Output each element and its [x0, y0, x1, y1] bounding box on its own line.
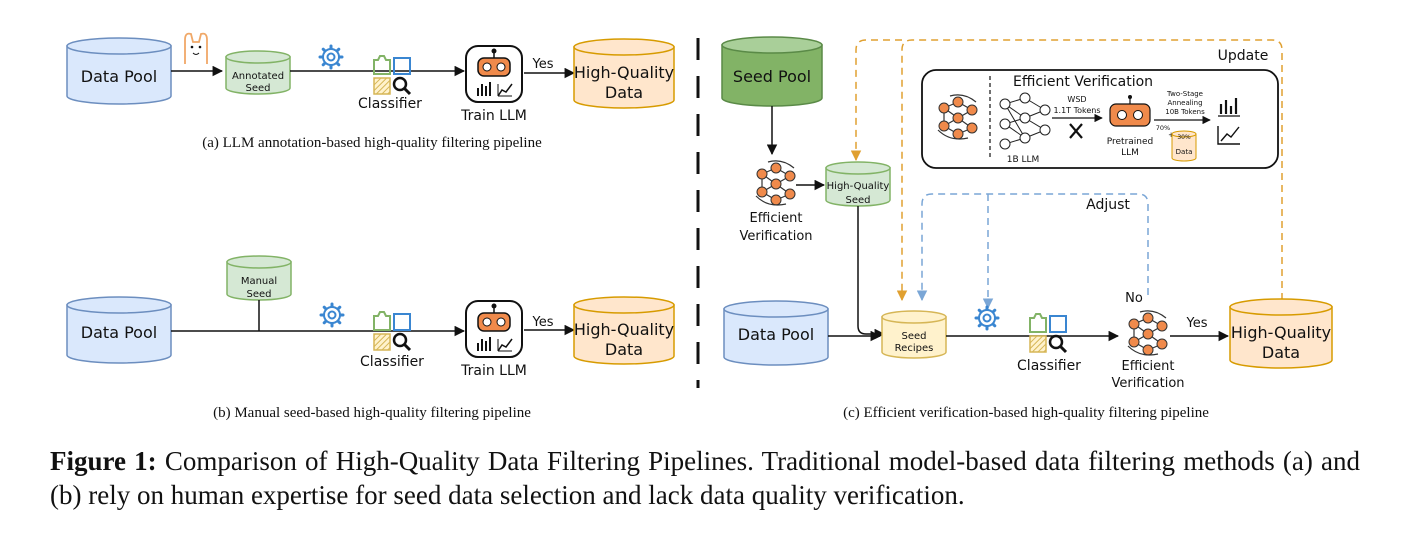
- hq-label-b-2: Data: [605, 340, 643, 359]
- classifier-icon-c: [1028, 312, 1068, 354]
- annealing-label-2: Annealing: [1167, 99, 1202, 107]
- annealing-label-3: 10B Tokens: [1165, 108, 1205, 116]
- bar-chart-icon: [1218, 98, 1240, 117]
- data-pool-cylinder-b: Data Pool: [66, 296, 172, 364]
- annotated-seed-cylinder: Annotated Seed: [225, 50, 291, 95]
- llm-1b-label: 1B LLM: [1007, 155, 1040, 165]
- manual-seed-label-1: Manual: [241, 276, 277, 287]
- seed-recipes-label-1: Seed: [902, 331, 927, 342]
- figure-caption: Figure 1: Comparison of High-Quality Dat…: [50, 444, 1360, 512]
- efficient-verification-inset: Efficient Verification 1B LLM WSD 1.1T T…: [921, 69, 1279, 169]
- seed-pool-label: Seed Pool: [733, 67, 811, 86]
- panel-b: Data Pool Manual Seed Classifier Train L…: [66, 255, 675, 421]
- classifier-label-a: Classifier: [358, 96, 422, 112]
- gear-icon-c: [974, 305, 1000, 331]
- caption-c: (c) Efficient verification-based high-qu…: [843, 405, 1209, 421]
- anneal-data-label: Data: [1176, 148, 1193, 156]
- seed-recipes-cylinder: Seed Recipes: [881, 310, 947, 359]
- update-loop-line: [896, 39, 1283, 302]
- panel-c: Update Adjust Seed Pool Efficient Verifi…: [721, 36, 1333, 421]
- llm-network-icon: [999, 92, 1051, 150]
- adjust-label: Adjust: [1086, 197, 1130, 213]
- line-chart-icon: [1217, 126, 1240, 145]
- plus-label: +: [1168, 131, 1174, 139]
- llama-icon: [184, 32, 208, 64]
- annotated-seed-label-1: Annotated: [232, 71, 284, 82]
- figure-label: Figure 1:: [50, 446, 157, 476]
- caption-a: (a) LLM annotation-based high-quality fi…: [202, 135, 542, 151]
- inset-title: Efficient Verification: [1013, 74, 1153, 90]
- yes-label-a: Yes: [532, 57, 554, 72]
- wsd-label: WSD: [1067, 95, 1086, 104]
- neural-network-icon: [755, 160, 796, 206]
- robot-icon: [465, 45, 523, 103]
- anneal-data-cylinder: 30% Data: [1171, 130, 1197, 162]
- manual-seed-cylinder: Manual Seed: [226, 255, 292, 301]
- hq-seed-label-1: High-Quality: [827, 181, 890, 192]
- seed-recipes-label-2: Recipes: [895, 343, 934, 354]
- hq-label-b-1: High-Quality: [574, 320, 674, 339]
- update-seed-line: [850, 39, 902, 162]
- panel-a: Data Pool Annotated Seed Classifier Trai…: [66, 32, 675, 151]
- hq-label-c-1: High-Quality: [1231, 323, 1331, 342]
- train-llm-label-a: Train LLM: [460, 108, 527, 124]
- annealing-label-1: Two-Stage: [1166, 90, 1203, 98]
- ev-label-2: Verification: [739, 229, 812, 244]
- hq-seed-label-2: Seed: [846, 195, 871, 206]
- train-llm-label-b: Train LLM: [460, 363, 527, 379]
- robot-icon-b: [465, 300, 523, 358]
- seed-pool-cylinder: Seed Pool: [721, 36, 823, 107]
- hq-seed-cylinder: High-Quality Seed: [825, 161, 891, 207]
- hq-label-c-2: Data: [1262, 343, 1300, 362]
- yes-label-c: Yes: [1186, 316, 1208, 331]
- ev-label-c-2: Verification: [1111, 376, 1184, 391]
- high-quality-data-cylinder-a: High-Quality Data: [573, 38, 675, 109]
- neural-network-icon-c: [1127, 310, 1168, 356]
- wsd-tokens-label: 1.1T Tokens: [1053, 106, 1100, 115]
- tools-icon: [1069, 123, 1083, 139]
- manual-seed-label-2: Seed: [247, 289, 272, 300]
- adjust-loop-line: [916, 193, 1149, 302]
- high-quality-data-cylinder-b: High-Quality Data: [573, 296, 675, 365]
- hq-label-a-2: Data: [605, 83, 643, 102]
- gear-icon: [318, 44, 344, 70]
- ev-label-1: Efficient: [750, 211, 803, 226]
- classifier-label-c: Classifier: [1017, 358, 1081, 374]
- high-quality-data-cylinder-c: High-Quality Data: [1229, 298, 1333, 369]
- data-pool-label-c: Data Pool: [738, 325, 814, 344]
- classifier-icon: [372, 54, 412, 96]
- data-pool-label-b: Data Pool: [81, 323, 157, 342]
- ev-label-c-1: Efficient: [1122, 359, 1175, 374]
- yes-label-b: Yes: [532, 315, 554, 330]
- pretrained-robot-icon: [1109, 95, 1151, 127]
- gear-icon-b: [319, 302, 345, 328]
- pct30-label: 30%: [1177, 134, 1191, 141]
- classifier-label-b: Classifier: [360, 354, 424, 370]
- pretrained-label-1: Pretrained: [1107, 137, 1154, 147]
- caption-b: (b) Manual seed-based high-quality filte…: [213, 405, 531, 421]
- no-label: No: [1125, 291, 1143, 306]
- hq-label-a-1: High-Quality: [574, 63, 674, 82]
- figure-caption-text: Comparison of High-Quality Data Filterin…: [50, 446, 1361, 510]
- update-label: Update: [1218, 48, 1269, 64]
- pct70-label: 70%: [1156, 124, 1170, 132]
- pretrained-label-2: LLM: [1121, 148, 1139, 158]
- data-pool-label-a: Data Pool: [81, 67, 157, 86]
- annotated-seed-label-2: Seed: [246, 83, 271, 94]
- data-pool-cylinder-c: Data Pool: [723, 300, 829, 366]
- data-pool-cylinder-a: Data Pool: [66, 37, 172, 105]
